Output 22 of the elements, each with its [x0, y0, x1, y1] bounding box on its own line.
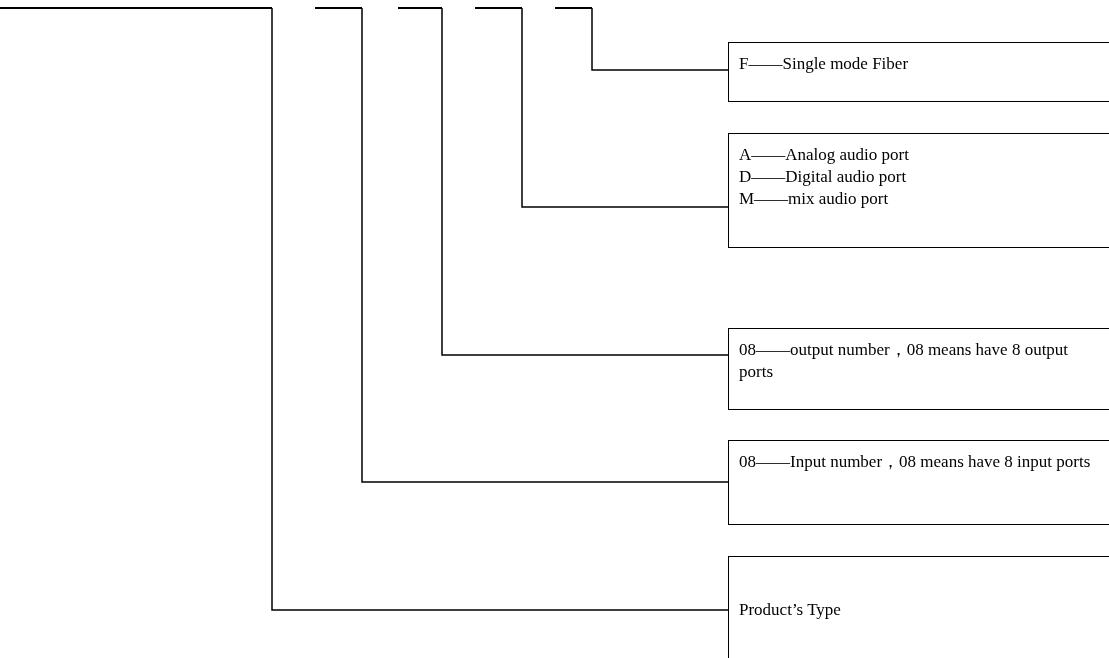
legend-box — [728, 42, 1109, 102]
legend-box — [728, 440, 1109, 525]
underline-bar — [555, 7, 592, 9]
leader-line — [441, 7, 729, 356]
underline-bar — [475, 7, 522, 9]
code-description: D——Digital audio port — [739, 166, 908, 188]
leader-line — [271, 7, 729, 611]
legend-box — [728, 556, 1109, 658]
leader-line — [591, 7, 729, 71]
underline-bar — [315, 7, 362, 9]
legend-box — [728, 133, 1109, 248]
code-description: F——Single mode Fiber — [739, 53, 910, 75]
leader-line — [521, 7, 729, 208]
underline-bar — [398, 7, 442, 9]
underline-bar — [0, 7, 272, 9]
code-description: Product’s Type — [739, 599, 842, 621]
leader-line — [361, 7, 729, 483]
code-description: A——Analog audio port — [739, 144, 910, 166]
code-description: M——mix audio port — [739, 188, 890, 210]
code-description: 08——Input number，08 means have 8 input ports — [739, 451, 1092, 473]
legend-box — [728, 328, 1109, 410]
code-description: 08——output number，08 means have 8 output ports — [739, 339, 1070, 383]
